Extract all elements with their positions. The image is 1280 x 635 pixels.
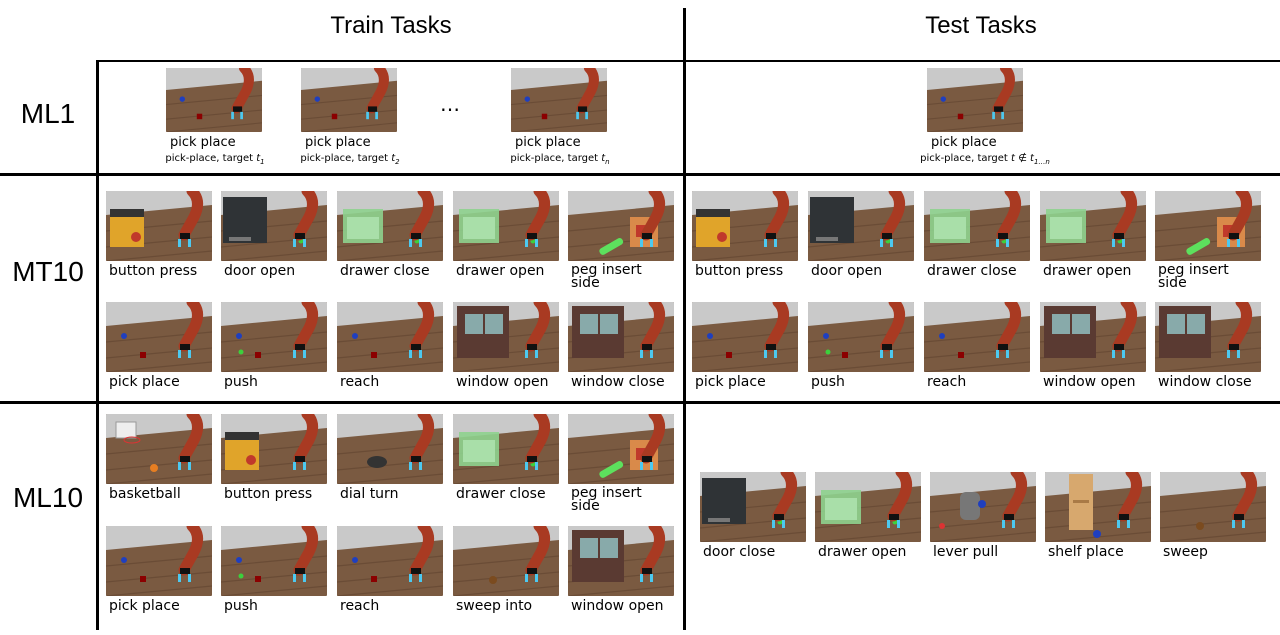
mt10-test-window-open-image: [1040, 302, 1146, 372]
test-tasks-header: Test Tasks: [925, 12, 1037, 39]
mt10-test-peg-insert-side-label: peg insert side: [1158, 262, 1229, 291]
ml10-train-peg-insert-side-label: peg insert side: [571, 485, 642, 514]
mt10-train-drawer-close-image: [337, 191, 443, 261]
train-tasks-header: Train Tasks: [330, 12, 452, 39]
ml10-train-sweep-into-label: sweep into: [456, 598, 533, 614]
ml10-train-push-label: push: [224, 598, 258, 614]
mt10-test-reach-label: reach: [927, 374, 967, 390]
ml1-train-3-image: [511, 68, 607, 132]
mt10-train-drawer-open-label: drawer open: [456, 263, 545, 279]
mt10-train-door-open-image: [221, 191, 327, 261]
ml10-test-drawer-open-image: [815, 472, 921, 542]
ml1-train-1-label: pick place: [170, 135, 236, 150]
mt10-train-door-open-label: door open: [224, 263, 296, 279]
ml10-train-dial-turn-label: dial turn: [340, 486, 399, 502]
ml10-train-dial-turn-image: [337, 414, 443, 484]
mt10-test-drawer-close-label: drawer close: [927, 263, 1017, 279]
mt10-train-pick-place-image: [106, 302, 212, 372]
mt10-test-door-open-image: [808, 191, 914, 261]
ml10-train-window-open-label: window open: [571, 598, 664, 614]
mt10-train-peg-insert-side-image: [568, 191, 674, 261]
mt10-train-push-label: push: [224, 374, 258, 390]
mt10-train-reach-label: reach: [340, 374, 380, 390]
mt10-test-drawer-open-image: [1040, 191, 1146, 261]
mt10-test-button-press-image: [692, 191, 798, 261]
mt10-test-pick-place-label: pick place: [695, 374, 766, 390]
mt10-train-peg-insert-side-label: peg insert side: [571, 262, 642, 291]
ml1-test-caption: pick-place, target t ∉ t1…n: [920, 153, 1050, 166]
ml10-test-sweep-image: [1160, 472, 1266, 542]
mt10-ml10-divider: [0, 401, 1280, 404]
mt10-train-button-press-label: button press: [109, 263, 198, 279]
ml10-test-drawer-open-label: drawer open: [818, 544, 907, 560]
vertical-divider: [683, 8, 686, 630]
mt10-train-window-open-image: [453, 302, 559, 372]
ml10-train-basketball-label: basketball: [109, 486, 181, 502]
mt10-test-peg-insert-side-image: [1155, 191, 1261, 261]
mt10-test-push-image: [808, 302, 914, 372]
ml10-test-sweep-label: sweep: [1163, 544, 1208, 560]
ml10-train-pick-place-image: [106, 526, 212, 596]
ml10-train-reach-image: [337, 526, 443, 596]
mt10-test-drawer-close-image: [924, 191, 1030, 261]
mt10-train-button-press-image: [106, 191, 212, 261]
ml10-test-shelf-place-label: shelf place: [1048, 544, 1124, 560]
ml10-train-drawer-close-image: [453, 414, 559, 484]
mt10-test-window-close-image: [1155, 302, 1261, 372]
ml10-test-lever-pull-image: [930, 472, 1036, 542]
mt10-test-push-label: push: [811, 374, 845, 390]
row-label-divider: [96, 60, 99, 630]
ml10-train-button-press-label: button press: [224, 486, 313, 502]
ml1-train-2-label: pick place: [305, 135, 371, 150]
ml10-train-basketball-image: [106, 414, 212, 484]
mt10-test-drawer-open-label: drawer open: [1043, 263, 1132, 279]
ml1-train-3-label: pick place: [515, 135, 581, 150]
ml10-train-button-press-image: [221, 414, 327, 484]
mt10-train-window-open-label: window open: [456, 374, 549, 390]
ml10-train-reach-label: reach: [340, 598, 380, 614]
ml10-test-lever-pull-label: lever pull: [933, 544, 999, 560]
mt10-test-window-open-label: window open: [1043, 374, 1136, 390]
mt10-test-door-open-label: door open: [811, 263, 883, 279]
row-label-ml10: ML10: [12, 482, 84, 513]
mt10-train-drawer-open-image: [453, 191, 559, 261]
mt10-train-drawer-close-label: drawer close: [340, 263, 430, 279]
ml10-test-shelf-place-image: [1045, 472, 1151, 542]
ml10-train-window-open-image: [568, 526, 674, 596]
mt10-test-reach-image: [924, 302, 1030, 372]
ml10-train-sweep-into-image: [453, 526, 559, 596]
mt10-test-button-press-label: button press: [695, 263, 784, 279]
ml10-train-peg-insert-side-image: [568, 414, 674, 484]
row-label-ml1: ML1: [20, 98, 76, 129]
ml10-train-pick-place-label: pick place: [109, 598, 180, 614]
ml1-test-image: [927, 68, 1023, 132]
ml10-test-door-close-label: door close: [703, 544, 776, 560]
ml10-test-door-close-image: [700, 472, 806, 542]
mt10-train-reach-image: [337, 302, 443, 372]
ml10-train-push-image: [221, 526, 327, 596]
ml1-train-3-caption: pick-place, target tn: [510, 153, 610, 166]
ml1-train-1-image: [166, 68, 262, 132]
mt10-train-pick-place-label: pick place: [109, 374, 180, 390]
mt10-train-push-image: [221, 302, 327, 372]
ml1-test-label: pick place: [931, 135, 997, 150]
mt10-train-window-close-image: [568, 302, 674, 372]
ml1-mt10-divider: [0, 173, 1280, 176]
mt10-test-window-close-label: window close: [1158, 374, 1252, 390]
ml1-train-2-image: [301, 68, 397, 132]
ml10-train-drawer-close-label: drawer close: [456, 486, 546, 502]
ml1-train-2-caption: pick-place, target t2: [300, 153, 400, 166]
mt10-test-pick-place-image: [692, 302, 798, 372]
mt10-train-window-close-label: window close: [571, 374, 665, 390]
row-label-mt10: MT10: [12, 256, 84, 287]
ellipsis: …: [440, 92, 462, 116]
header-divider: [96, 60, 1280, 62]
ml1-train-1-caption: pick-place, target t1: [165, 153, 265, 166]
